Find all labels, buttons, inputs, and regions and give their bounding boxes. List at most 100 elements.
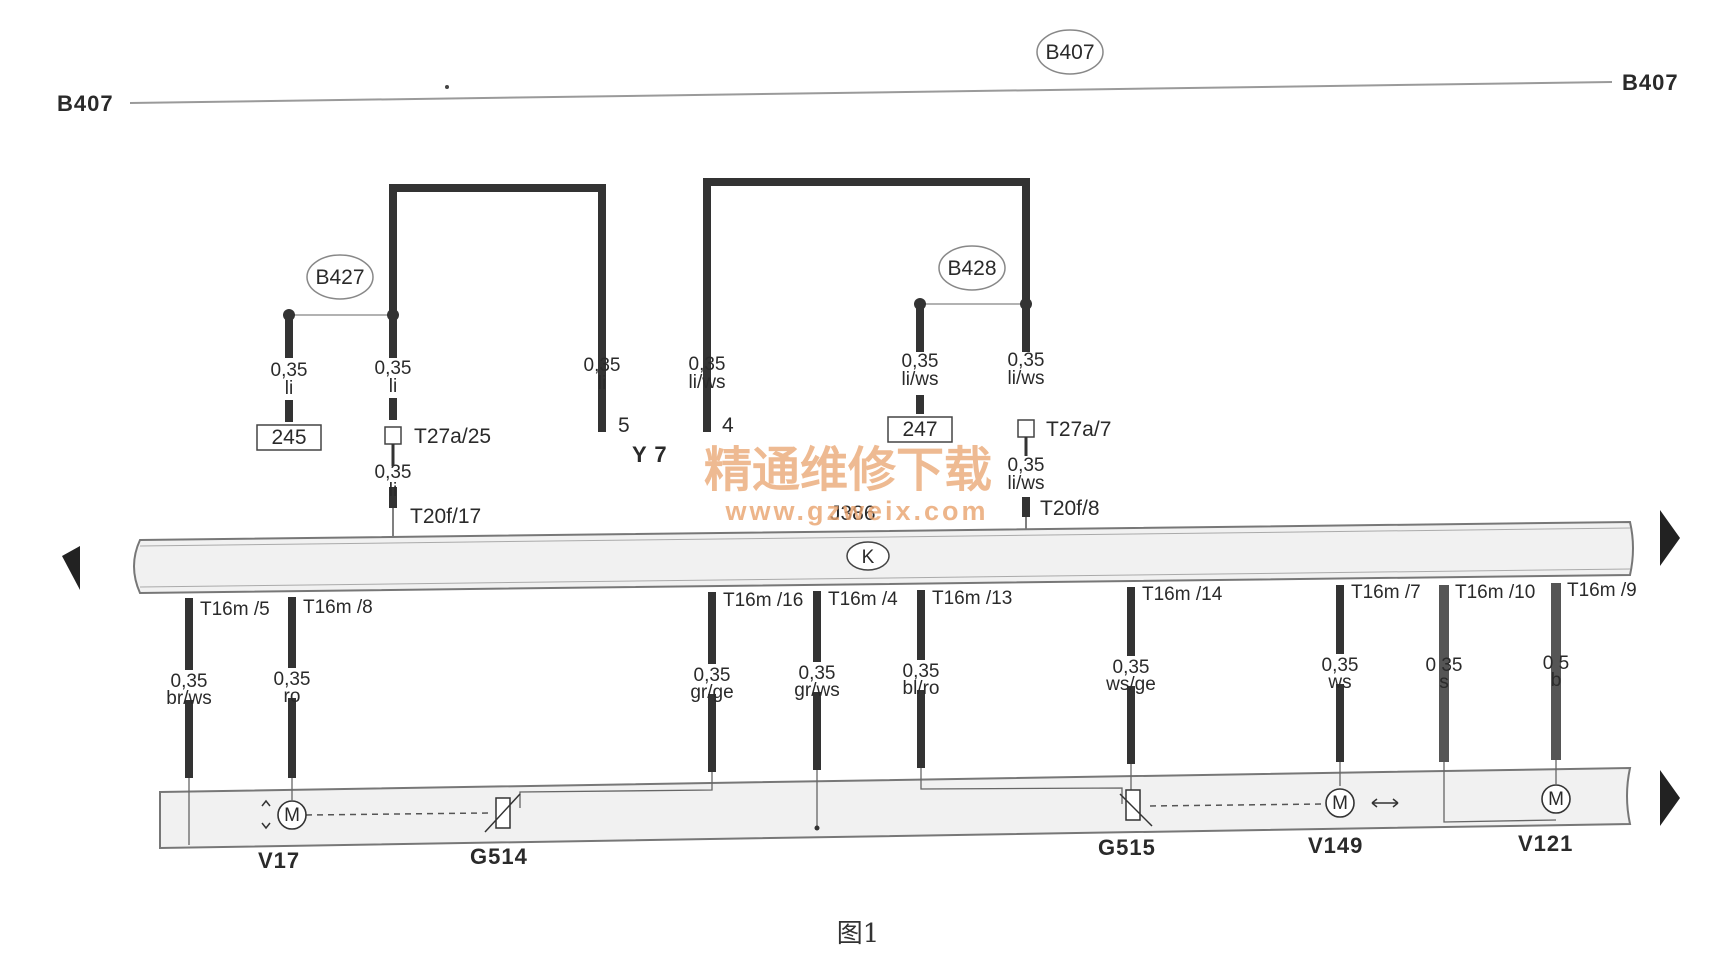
bus-k-symbol [846, 541, 890, 571]
component-v17: V17 [258, 848, 300, 873]
lw8-gauge: 0 35 [1426, 655, 1463, 676]
lw2-color: ro [284, 686, 301, 707]
terminal-247: 247 [902, 418, 937, 441]
v17-updown-arrows [261, 799, 271, 830]
lw1-gauge: 0,35 [171, 671, 208, 692]
module-y7-label: Y 7 [632, 442, 668, 467]
pin-t16m-7: T16m /7 [1351, 582, 1421, 603]
b407-bus-line [129, 81, 1613, 104]
b428-circle [938, 245, 1006, 291]
component-housing [159, 766, 1632, 850]
bus-k-label: K [862, 547, 875, 568]
pin-t16m-10: T16m /10 [1455, 582, 1535, 603]
lw3-color: gr/ge [690, 682, 733, 703]
upper-wire-segments [285, 306, 1030, 517]
pin-t16m-13: T16m /13 [932, 588, 1012, 609]
wire1-gauge: 0,35 [271, 360, 308, 381]
pin-t16m-9: T16m /9 [1567, 580, 1637, 601]
lw7-gauge: 0,35 [1322, 655, 1359, 676]
b407-label-left: B407 [57, 91, 114, 116]
b427-label: B427 [315, 266, 364, 289]
terminal-247-box [887, 416, 953, 443]
left-arrow [62, 546, 80, 590]
t27a-connector-symbols [384, 419, 1035, 445]
lw8-color: s [1439, 672, 1449, 693]
motor-v121-icon [1541, 784, 1571, 814]
internal-wiring [188, 760, 1557, 845]
pin-t16m-16: T16m /16 [723, 590, 803, 611]
lw9-color: b [1551, 670, 1562, 691]
component-v149: V149 [1308, 833, 1363, 858]
upper-wire-labels: 0,35 li 0,35 li 0,35 li 0,35 li/ws 0,35 … [271, 350, 1045, 501]
b407-label-center: B407 [1045, 41, 1094, 64]
motor-v17-symbol: M [284, 805, 300, 826]
wire5-gauge: 0,35 [902, 351, 939, 372]
connector-t27a-25: T27a/25 [414, 425, 491, 448]
lw9-gauge: 0 5 [1543, 653, 1569, 674]
connector-t20f-8: T20f/8 [1040, 497, 1100, 520]
lw3-gauge: 0,35 [694, 665, 731, 686]
motor-v17-icon [277, 800, 307, 830]
upper-wire-loops [389, 178, 1030, 432]
pin-4: 4 [722, 414, 734, 437]
v149-leftright-arrows [1371, 798, 1399, 808]
g514-wiper [484, 793, 521, 833]
lw4-gauge: 0,35 [799, 663, 836, 684]
b427-circle [306, 254, 374, 300]
watermark-title: 精通维修下载 [704, 442, 992, 498]
wire3-color: li [598, 373, 606, 394]
lower-pin-labels: T16m /5 T16m /8 T16m /16 T16m /4 T16m /1… [200, 580, 1637, 620]
wire4-color: li/ws [689, 372, 726, 393]
b407-circle [1036, 29, 1104, 75]
wire1-color: li [285, 378, 293, 399]
lw1-color: br/ws [166, 688, 211, 709]
wire4-gauge: 0,35 [689, 354, 726, 375]
lw6-color: ws/ge [1105, 674, 1156, 695]
dot-mark [445, 85, 449, 89]
lower-wire-labels: 0,35 br/ws 0,35 ro 0,35 gr/ge 0,35 gr/ws… [166, 653, 1569, 709]
figure-caption: 图1 [837, 919, 880, 949]
wire2-gauge: 0,35 [375, 358, 412, 379]
wire6-gauge2: 0,35 [1008, 455, 1045, 476]
component-v121: V121 [1518, 831, 1573, 856]
lw6-gauge: 0,35 [1113, 657, 1150, 678]
component-g515: G515 [1098, 835, 1156, 860]
wire6-gauge: 0,35 [1008, 350, 1045, 371]
wire5-color: li/ws [902, 369, 939, 390]
wire2-color2: li [389, 480, 397, 501]
can-bus-inner-top [139, 527, 1631, 547]
pin-t16m-8: T16m /8 [303, 597, 373, 618]
module-j386-label: J386 [830, 502, 876, 525]
lw7-color: ws [1327, 672, 1351, 693]
can-bus-inner-bottom [139, 568, 1631, 588]
wire6-color2: li/ws [1008, 473, 1045, 494]
wire3-gauge: 0,35 [584, 355, 621, 376]
pin-t16m-4: T16m /4 [828, 589, 898, 610]
pin-t16m-14: T16m /14 [1142, 584, 1223, 605]
sensor-g515-icon [1125, 789, 1141, 821]
component-g514: G514 [470, 844, 528, 869]
connector-t27a-7: T27a/7 [1046, 418, 1111, 441]
mechanical-links [305, 803, 1325, 816]
lower-wire-grey-segments [1439, 583, 1561, 762]
right-arrow-upper [1660, 510, 1680, 566]
lw2-gauge: 0,35 [274, 669, 311, 690]
g515-wiper [1119, 793, 1153, 827]
b407-label-right: B407 [1622, 70, 1679, 95]
pin-t16m-5: T16m /5 [200, 599, 270, 620]
pin-5: 5 [618, 414, 630, 437]
connector-t20f-17: T20f/17 [410, 505, 481, 528]
terminal-245-box [256, 424, 322, 451]
b428-label: B428 [947, 257, 996, 280]
terminal-245: 245 [271, 426, 306, 449]
lw5-color: bl/ro [903, 678, 940, 699]
lower-wire-segments [185, 585, 1344, 778]
wire2-gauge2: 0,35 [375, 462, 412, 483]
wire6-color: li/ws [1008, 368, 1045, 389]
wire2-color: li [389, 376, 397, 397]
motor-v149-symbol: M [1332, 793, 1348, 814]
junction-dot [814, 825, 820, 831]
watermark-url: www.gzweix.com [724, 496, 988, 526]
motor-v149-icon [1325, 788, 1355, 818]
